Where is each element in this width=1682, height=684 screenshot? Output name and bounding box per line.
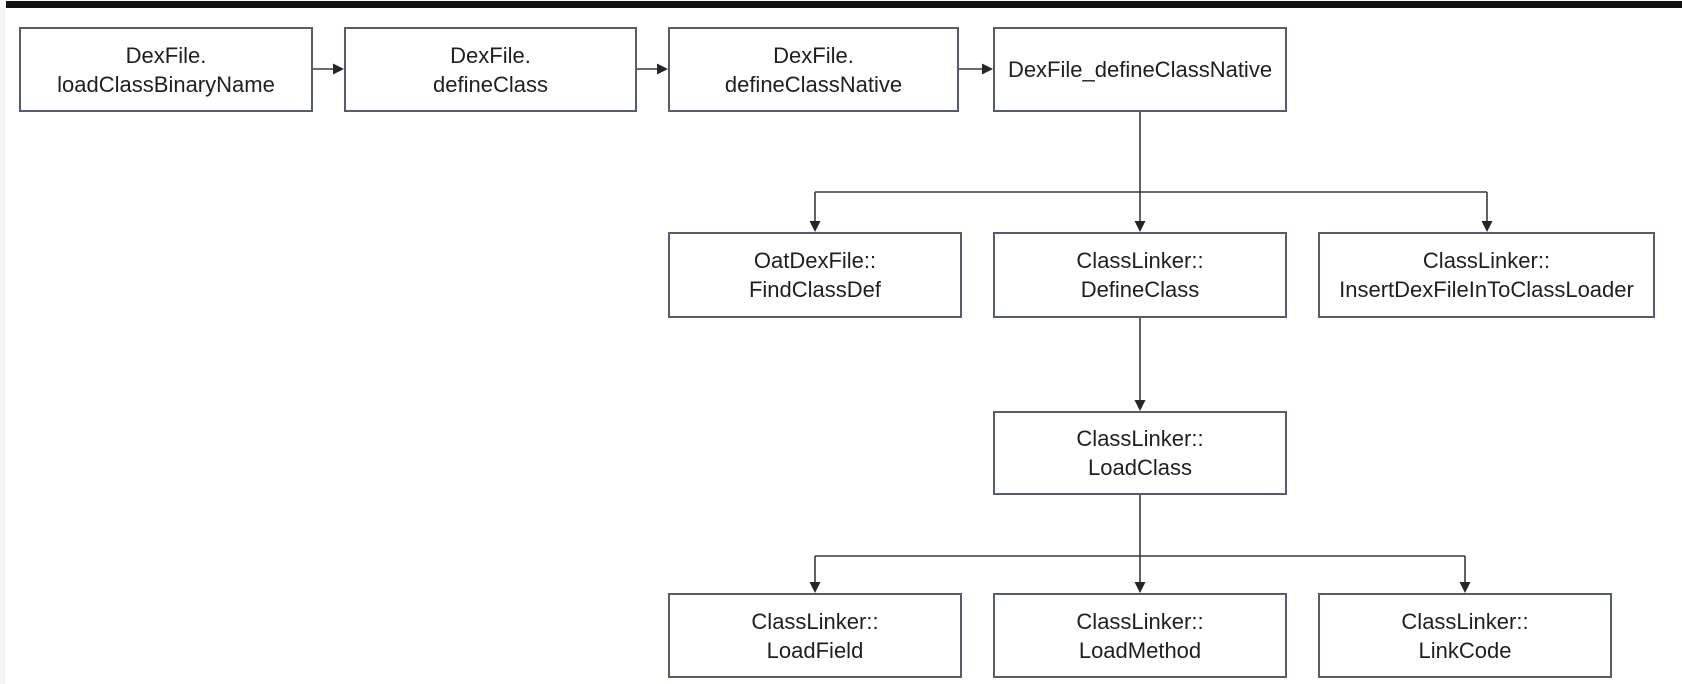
arrowhead-icon (1134, 221, 1146, 232)
arrow-DefineClass-to-LoadClass (1134, 318, 1146, 411)
node-classlinker-loadclass: ClassLinker:: LoadClass (993, 411, 1287, 495)
node-dexfile-defineclassnative-jni: DexFile_defineClassNative (993, 27, 1287, 112)
node-label-line2: defineClassNative (724, 71, 903, 97)
node-classlinker-linkcode: ClassLinker:: LinkCode (1318, 593, 1612, 678)
node-label-line2: FindClassDef (748, 277, 882, 302)
node-label-line1: ClassLinker:: (1422, 248, 1551, 273)
arrowhead-icon (1459, 582, 1471, 593)
node-label-line1: ClassLinker:: (751, 608, 879, 634)
arrow-defineClassNative-to-DexFile_defineClassNative (959, 63, 993, 75)
node-classlinker-insertdexfileintoclassloader: ClassLinker:: InsertDexFileInToClassLoad… (1318, 232, 1655, 318)
node-label-line2: LinkCode (1418, 637, 1512, 663)
node-label-line1: ClassLinker:: (1401, 608, 1529, 634)
node-label-line1: DexFile. (450, 42, 531, 68)
branch-DexFile_defineClassNative-children (809, 112, 1493, 232)
node-dexfile-defineclass: DexFile. defineClass (344, 27, 637, 112)
node-label-line1: ClassLinker:: (1076, 426, 1204, 451)
node-classlinker-loadfield: ClassLinker:: LoadField (668, 593, 962, 678)
node-label-line2: defineClass (433, 71, 548, 97)
node-label-line1: DexFile. (125, 42, 207, 68)
node-label-line1: DexFile_defineClassNative (1007, 57, 1273, 82)
node-label-line1: OatDexFile:: (753, 248, 877, 273)
page-edge-strip (0, 8, 5, 684)
arrowhead-icon (1481, 221, 1493, 232)
node-dexfile-loadclassbinaryname: DexFile. loadClassBinaryName (19, 27, 313, 112)
arrowhead-icon (1134, 582, 1146, 593)
arrowhead-icon (657, 63, 668, 75)
arrowhead-icon (333, 63, 344, 75)
branch-LoadClass-children (809, 495, 1471, 593)
arrowhead-icon (1134, 400, 1146, 411)
top-border-bar (6, 1, 1682, 8)
node-label-line1: ClassLinker:: (1076, 248, 1204, 273)
arrow-loadClassBinaryName-to-defineClass (313, 63, 344, 75)
node-label-line2: loadClassBinaryName (57, 71, 275, 97)
node-classlinker-defineclass: ClassLinker:: DefineClass (993, 232, 1287, 318)
node-classlinker-loadmethod: ClassLinker:: LoadMethod (993, 593, 1287, 678)
node-label-line2: LoadField (766, 637, 864, 663)
node-label-line1: ClassLinker:: (1076, 608, 1204, 634)
node-label-line2: LoadClass (1088, 455, 1192, 480)
node-label-line2: LoadMethod (1078, 637, 1202, 663)
node-label-line1: DexFile. (773, 42, 854, 68)
node-label-line2: DefineClass (1080, 277, 1200, 302)
arrowhead-icon (982, 63, 993, 75)
node-dexfile-defineclassnative: DexFile. defineClassNative (668, 27, 959, 112)
arrowhead-icon (809, 221, 821, 232)
node-oatdexfile-findclassdef: OatDexFile:: FindClassDef (668, 232, 962, 318)
arrowhead-icon (809, 582, 821, 593)
node-label-line2: InsertDexFileInToClassLoader (1339, 277, 1634, 302)
arrow-defineClass-to-defineClassNative (637, 63, 668, 75)
